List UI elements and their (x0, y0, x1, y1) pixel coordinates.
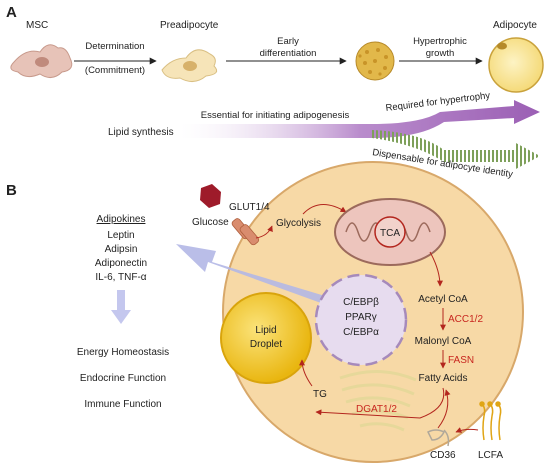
msc-label: MSC (26, 20, 48, 31)
cd36-label: CD36 (430, 450, 456, 461)
lipid-droplet-label-2: Droplet (250, 339, 282, 350)
determination-text: Determination (85, 41, 144, 52)
tf-cebpb: C/EBPβ (343, 297, 379, 308)
lipid-synthesis-label: Lipid synthesis (108, 127, 174, 138)
lipid-droplet (220, 292, 312, 384)
function-endocrine: Endocrine Function (80, 373, 166, 384)
mitochondrion-icon (334, 198, 446, 266)
cd36-to-fatty-acids-arrow (437, 389, 451, 429)
tf-ppar-gamma: PPARγ (345, 312, 377, 323)
tca-label: TCA (380, 228, 400, 239)
essential-text: Essential for initiating adipogenesis (201, 110, 350, 121)
lipid-droplet-label-1: Lipid (255, 325, 276, 336)
lcfa-label: LCFA (478, 450, 503, 461)
fasn-enzyme-label: FASN (448, 355, 474, 366)
acc-enzyme-label: ACC1/2 (448, 314, 483, 325)
adipokine-leptin: Leptin (107, 230, 134, 241)
tg-label: TG (313, 389, 327, 400)
adipokine-adipsin: Adipsin (105, 244, 138, 255)
dgat-enzyme-label: DGAT1/2 (356, 404, 397, 415)
panel-a-label: A (6, 4, 17, 21)
malonyl-coa-label: Malonyl CoA (415, 336, 472, 347)
adipokine-il6-tnf: IL-6, TNF-α (95, 272, 146, 283)
tf-cebpa: C/EBPα (343, 327, 379, 338)
glut-transporter-icon (231, 218, 260, 246)
lcfa-fatty-acid-icon (479, 401, 502, 441)
fatty-acids-label: Fatty Acids (419, 373, 468, 384)
growth-text: growth (426, 48, 455, 59)
differentiation-text: differentiation (260, 48, 317, 59)
panel-b-label: B (6, 182, 17, 199)
function-energy-homeostasis: Energy Homeostasis (77, 347, 169, 358)
dispensable-green-band (372, 130, 540, 170)
nucleus (314, 273, 408, 367)
endoplasmic-reticulum-icon (339, 369, 417, 432)
lipid-synthesis-purple-band (180, 100, 540, 138)
preadipocyte-cell-icon (161, 49, 218, 82)
adipokine-adiponectin: Adiponectin (95, 258, 147, 269)
glucose-label: Glucose (192, 217, 229, 228)
mature-adipocyte-icon (488, 37, 544, 93)
preadipocyte-label: Preadipocyte (160, 20, 219, 31)
immature-adipocyte-icon (355, 41, 395, 81)
tg-to-droplet-arrow (299, 359, 313, 387)
glycolysis-label: Glycolysis (276, 218, 321, 229)
dgat-arrow (315, 387, 445, 419)
glut-label: GLUT1/4 (229, 202, 270, 213)
adipokines-title: Adipokines (97, 214, 146, 225)
adipokine-secretion-arrow (176, 244, 325, 303)
cd36-transporter-icon (426, 429, 450, 447)
msc-cell-icon (10, 44, 73, 78)
adipocyte-label: Adipocyte (493, 20, 537, 31)
hypertrophic-text: Hypertrophic (413, 36, 467, 47)
early-text: Early (277, 36, 299, 47)
glucose-hexagon-icon (200, 184, 221, 208)
glucose-uptake-arrow (255, 225, 273, 239)
commitment-text: (Commitment) (85, 65, 145, 76)
tca-to-acetylcoa-arrow (429, 251, 443, 287)
glycolysis-to-tca-arrow (302, 204, 347, 215)
adipokines-down-arrow (111, 290, 131, 324)
acetyl-coa-label: Acetyl CoA (418, 294, 468, 305)
lcfa-uptake-arrow (455, 427, 479, 433)
function-immune: Immune Function (84, 399, 161, 410)
